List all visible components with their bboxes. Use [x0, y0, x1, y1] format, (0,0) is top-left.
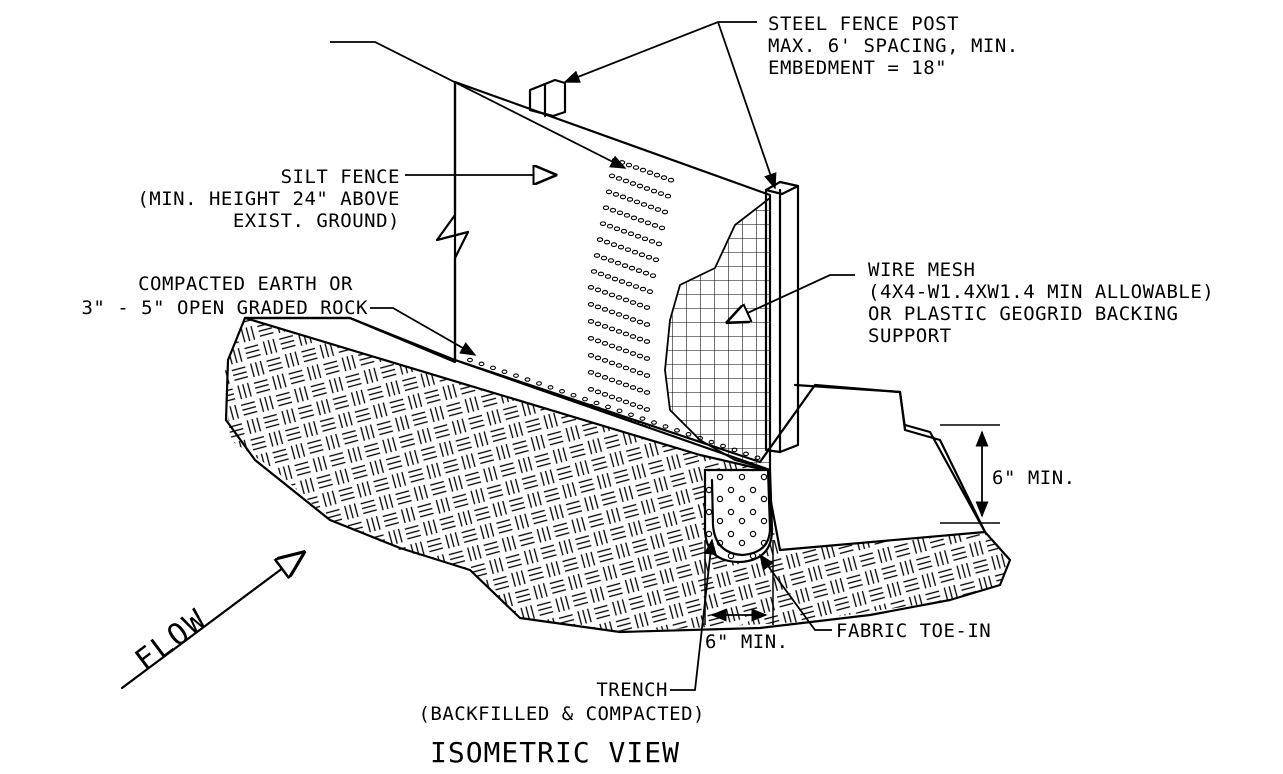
steel-fence-post-back — [528, 78, 567, 118]
ground-block — [224, 316, 1012, 634]
steel-post-label-line1: STEEL FENCE POST — [768, 13, 959, 35]
ground-top-right-edge — [793, 383, 907, 430]
steel-fence-post-front — [764, 180, 800, 454]
compacted-earth-label-line1: COMPACTED EARTH OR — [138, 273, 353, 295]
ground-soil-hatch — [225, 318, 1010, 632]
compacted-earth-label-line2: 3" - 5" OPEN GRADED ROCK — [81, 297, 368, 319]
fabric-bottom-dots — [467, 357, 761, 460]
ground-outline — [224, 316, 1012, 634]
flow-label: FLOW — [129, 602, 214, 678]
view-title: ISOMETRIC VIEW — [430, 736, 680, 769]
trench-label-line2: (BACKFILLED & COMPACTED) — [418, 703, 705, 725]
wire-mesh-label: WIRE MESH (4X4-W1.4XW1.4 MIN ALLOWABLE) … — [868, 259, 1214, 347]
trench — [703, 468, 774, 564]
depth-dimension-label: 6" MIN. — [992, 467, 1076, 489]
fabric-break-line — [435, 80, 470, 362]
depth-dimension — [940, 424, 1000, 524]
steel-post-label-line2: MAX. 6' SPACING, MIN. — [768, 35, 1019, 57]
width-dimension-label: 6" MIN. — [705, 631, 789, 653]
silt-fence-label-line3: EXIST. GROUND) — [233, 210, 400, 232]
silt-fence-label: SILT FENCE (MIN. HEIGHT 24" ABOVE EXIST.… — [137, 166, 400, 232]
fabric-weave — [587, 157, 675, 446]
leader-lines — [330, 21, 855, 691]
wire-mesh-backing — [664, 196, 771, 472]
fabric-toe-in-label: FABRIC TOE-IN — [836, 620, 991, 642]
fabric-toe-curve — [710, 468, 772, 557]
wire-mesh-label-line1: WIRE MESH — [868, 259, 975, 281]
wire-mesh-label-line4: SUPPORT — [868, 325, 952, 347]
silt-fence-label-line2: (MIN. HEIGHT 24" ABOVE — [137, 188, 400, 210]
flow-indicator: FLOW — [120, 553, 303, 690]
wire-mesh-label-line3: OR PLASTIC GEOGRID BACKING — [868, 303, 1178, 325]
compacted-earth-label: COMPACTED EARTH OR 3" - 5" OPEN GRADED R… — [81, 273, 368, 319]
silt-fence-fabric — [435, 80, 772, 472]
silt-fence-label-line1: SILT FENCE — [281, 166, 400, 188]
wire-mesh-label-line2: (4X4-W1.4XW1.4 MIN ALLOWABLE) — [868, 281, 1214, 303]
trench-label-line1: TRENCH — [596, 679, 668, 701]
steel-post-label-line3: EMBEDMENT = 18" — [768, 57, 947, 79]
ground-top-left-edge — [243, 316, 457, 364]
steel-post-label: STEEL FENCE POST MAX. 6' SPACING, MIN. E… — [768, 13, 1019, 79]
trench-label: TRENCH (BACKFILLED & COMPACTED) — [418, 679, 705, 725]
